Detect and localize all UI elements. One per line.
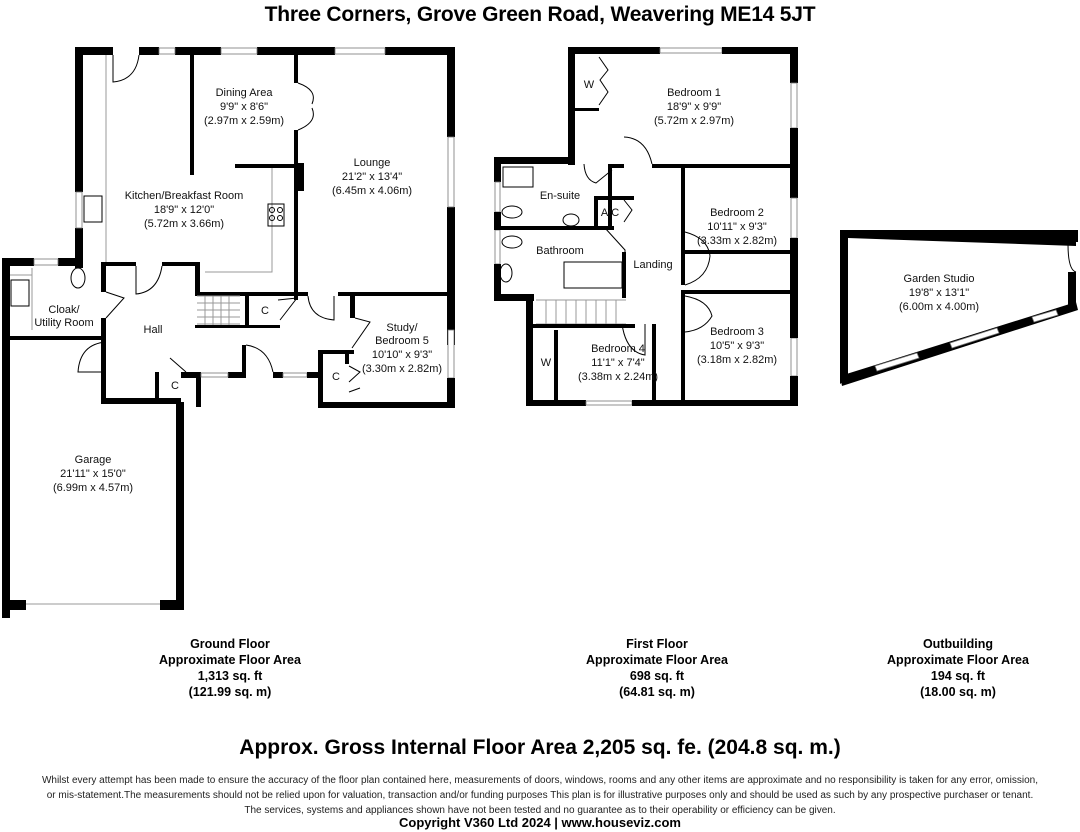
area-subheading: Approximate Floor Area [887, 653, 1029, 667]
room-kitchen-breakfast: Kitchen/Breakfast Room 18'9" x 12'0" (5.… [125, 190, 244, 230]
room-garden-studio: Garden Studio 19'8" x 13'1" (6.00m x 4.0… [899, 273, 979, 313]
plan-title: Three Corners, Grove Green Road, Weaveri… [264, 3, 816, 26]
ground-floor-labels: Dining Area 9'9" x 8'6" (2.97m x 2.59m) … [34, 87, 442, 494]
room-hall: Hall [144, 324, 163, 336]
area-subheading: Approximate Floor Area [159, 653, 301, 667]
disclaimer-line: The services, systems and appliances sho… [244, 805, 836, 816]
svg-text:21'11" x 15'0": 21'11" x 15'0" [60, 468, 126, 480]
area-heading: Ground Floor [190, 637, 270, 651]
room-bathroom: Bathroom [536, 245, 584, 257]
ground-floor-area: Ground Floor Approximate Floor Area 1,31… [130, 636, 330, 700]
room-dining-area: Dining Area 9'9" x 8'6" (2.97m x 2.59m) [204, 87, 284, 127]
svg-text:Garden Studio: Garden Studio [904, 273, 975, 285]
svg-text:Utility Room: Utility Room [34, 317, 93, 329]
room-landing: Landing [633, 259, 672, 271]
cupboard-label: C [261, 305, 269, 317]
cupboard-label: C [171, 380, 179, 392]
area-heading: First Floor [626, 637, 688, 651]
svg-text:10'10" x 9'3": 10'10" x 9'3" [372, 349, 432, 361]
svg-text:Bedroom 1: Bedroom 1 [667, 87, 721, 99]
copyright: Copyright V360 Ltd 2024 | www.houseviz.c… [398, 815, 681, 830]
room-bedroom-2: Bedroom 2 10'11" x 9'3" (3.33m x 2.82m) [697, 207, 777, 247]
room-en-suite: En-suite [540, 190, 580, 202]
svg-text:10'11" x 9'3": 10'11" x 9'3" [707, 221, 767, 233]
area-sqft: 194 sq. ft [930, 669, 986, 683]
room-cloak-utility: Cloak/ Utility Room [34, 304, 93, 329]
disclaimer-line: Whilst every attempt has been made to en… [41, 775, 1039, 786]
svg-text:Lounge: Lounge [354, 157, 391, 169]
svg-text:(3.38m x 2.24m): (3.38m x 2.24m) [578, 371, 658, 383]
room-bedroom-1: Bedroom 1 18'9" x 9'9" (5.72m x 2.97m) [654, 87, 734, 127]
svg-text:Bedroom 5: Bedroom 5 [375, 335, 429, 347]
svg-text:Bedroom 2: Bedroom 2 [710, 207, 764, 219]
svg-text:(6.45m x 4.06m): (6.45m x 4.06m) [332, 185, 412, 197]
area-subheading: Approximate Floor Area [586, 653, 728, 667]
outbuilding-plan [840, 230, 1078, 386]
svg-text:(3.33m x 2.82m): (3.33m x 2.82m) [697, 235, 777, 247]
disclaimer-line: or mis-statement.The measurements should… [46, 790, 1034, 801]
area-sqm: (121.99 sq. m) [188, 685, 272, 699]
svg-text:Kitchen/Breakfast Room: Kitchen/Breakfast Room [125, 190, 244, 202]
area-heading: Outbuilding [922, 637, 994, 651]
area-sqft: 698 sq. ft [629, 669, 685, 683]
svg-text:(6.00m x 4.00m): (6.00m x 4.00m) [899, 301, 979, 313]
first-floor-labels: Bedroom 1 18'9" x 9'9" (5.72m x 2.97m) E… [536, 79, 777, 383]
svg-text:Bedroom 4: Bedroom 4 [591, 343, 645, 355]
disclaimer: Whilst every attempt has been made to en… [0, 773, 1080, 818]
area-sqm: (64.81 sq. m) [619, 685, 695, 699]
room-study-bedroom-5: Study/ Bedroom 5 10'10" x 9'3" (3.30m x … [362, 322, 442, 375]
svg-text:(3.30m x 2.82m): (3.30m x 2.82m) [362, 363, 442, 375]
svg-text:Study/: Study/ [386, 322, 418, 334]
area-sqm: (18.00 sq. m) [920, 685, 996, 699]
svg-text:11'1" x 7'4": 11'1" x 7'4" [591, 357, 644, 369]
svg-text:Bedroom 3: Bedroom 3 [710, 326, 764, 338]
svg-text:(2.97m x 2.59m): (2.97m x 2.59m) [204, 115, 284, 127]
svg-text:Garage: Garage [75, 454, 112, 466]
svg-text:Dining Area: Dining Area [216, 87, 274, 99]
wardrobe-label: W [541, 357, 552, 369]
svg-text:(5.72m x 2.97m): (5.72m x 2.97m) [654, 115, 734, 127]
svg-text:21'2" x 13'4": 21'2" x 13'4" [342, 171, 402, 183]
cupboard-label: C [332, 371, 340, 383]
room-lounge: Lounge 21'2" x 13'4" (6.45m x 4.06m) [332, 157, 412, 197]
first-floor-plan [494, 47, 798, 406]
room-bedroom-3: Bedroom 3 10'5" x 9'3" (3.18m x 2.82m) [697, 326, 777, 366]
first-floor-area: First Floor Approximate Floor Area 698 s… [557, 636, 757, 700]
wardrobe-label: W [584, 79, 595, 91]
svg-text:18'9" x 12'0": 18'9" x 12'0" [154, 204, 214, 216]
outbuilding-area: Outbuilding Approximate Floor Area 194 s… [858, 636, 1058, 700]
svg-text:18'9" x 9'9": 18'9" x 9'9" [667, 101, 721, 113]
svg-text:10'5" x 9'3": 10'5" x 9'3" [710, 340, 764, 352]
svg-text:(6.99m x 4.57m): (6.99m x 4.57m) [53, 482, 133, 494]
room-bedroom-4: Bedroom 4 11'1" x 7'4" (3.38m x 2.24m) [578, 343, 658, 383]
svg-text:(5.72m x 3.66m): (5.72m x 3.66m) [144, 218, 224, 230]
svg-text:Cloak/: Cloak/ [48, 304, 80, 316]
airing-cupboard-label: A/C [601, 207, 619, 219]
svg-text:(3.18m x 2.82m): (3.18m x 2.82m) [697, 354, 777, 366]
room-garage: Garage 21'11" x 15'0" (6.99m x 4.57m) [53, 454, 133, 494]
svg-text:9'9" x 8'6": 9'9" x 8'6" [220, 101, 268, 113]
area-sqft: 1,313 sq. ft [197, 669, 263, 683]
gross-internal-area: Approx. Gross Internal Floor Area 2,205 … [239, 736, 841, 759]
ground-floor-plan [2, 47, 455, 618]
svg-text:19'8" x 13'1": 19'8" x 13'1" [909, 287, 969, 299]
